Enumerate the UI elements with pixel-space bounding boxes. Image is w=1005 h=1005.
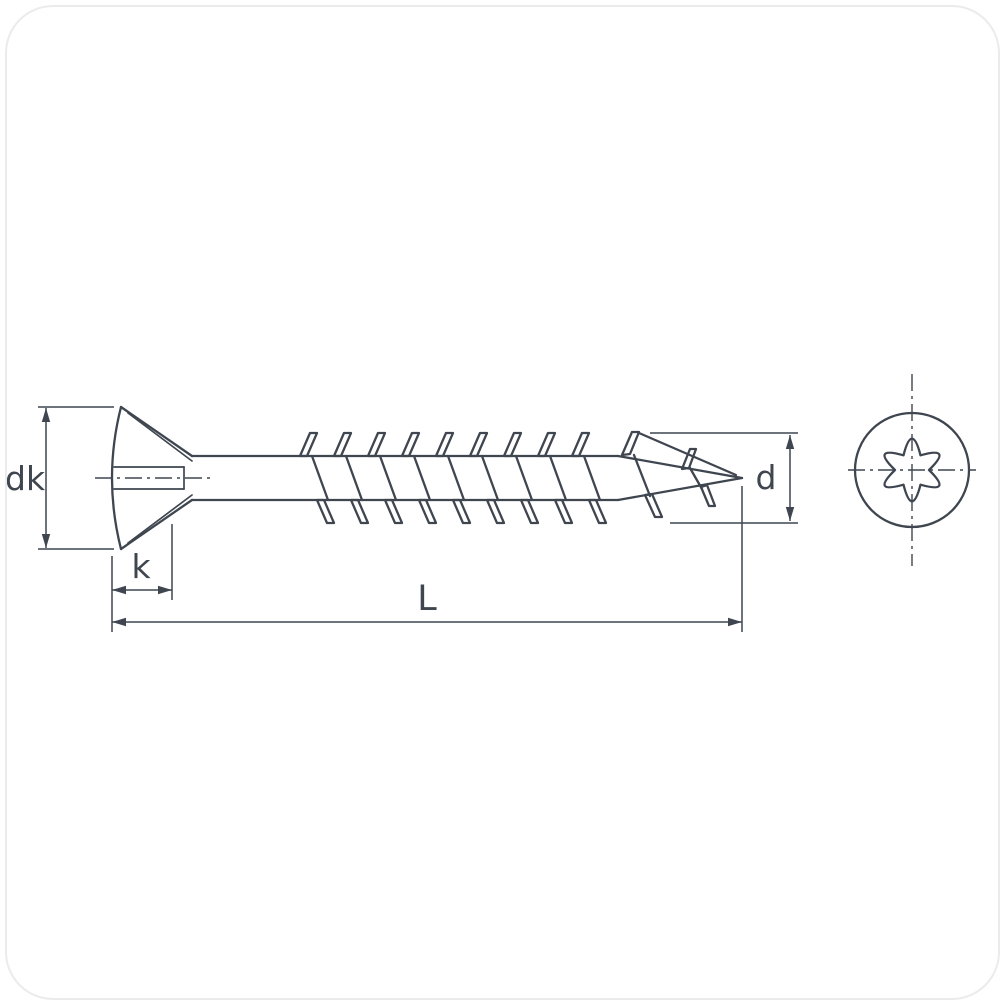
tip-thread-crest-bottom2 [699, 483, 717, 508]
thread-pitch [468, 431, 506, 525]
dimensions: dk k L d [5, 406, 798, 632]
screw-head [95, 405, 212, 551]
torx-recess-icon [883, 437, 941, 503]
thread-pitch [366, 431, 404, 525]
dimension-l: L [112, 486, 743, 632]
thread-pitch [502, 431, 540, 525]
dimension-k: k [111, 524, 173, 632]
k-label: k [131, 547, 151, 586]
d-label: d [756, 458, 777, 497]
screw-side-view [95, 405, 744, 551]
tip-thread-crest-top2 [680, 447, 698, 471]
tip-cone-top [616, 454, 744, 480]
tip-thread-crest-bottom1 [643, 492, 664, 519]
dk-label: dk [5, 459, 46, 498]
l-label: L [417, 579, 437, 619]
screw-tip [616, 430, 744, 519]
thread-pitch [298, 431, 336, 525]
tip-thread-crest-top1 [620, 430, 641, 457]
head-face [110, 405, 123, 551]
head-cone-top-inner [127, 412, 193, 462]
thread-pitch [536, 431, 574, 525]
torx-recess-side [113, 466, 185, 490]
head-cone-bottom [119, 498, 194, 551]
thread-pitch [400, 431, 438, 525]
thread-pitch [434, 431, 472, 525]
head-cone-top [119, 405, 194, 458]
screw-end-view [848, 374, 976, 566]
screw-thread [298, 431, 608, 525]
tip-cone-bottom [616, 476, 744, 502]
thread-pitch [570, 431, 608, 525]
thread-pitch [332, 431, 370, 525]
screw-shank [190, 454, 620, 502]
dimension-d: d [650, 432, 798, 524]
tip-thread-flank2 [688, 466, 704, 491]
head-cone-bottom-inner [127, 494, 193, 544]
tip-thread-flank1 [632, 453, 652, 498]
dimension-dk: dk [5, 406, 114, 550]
